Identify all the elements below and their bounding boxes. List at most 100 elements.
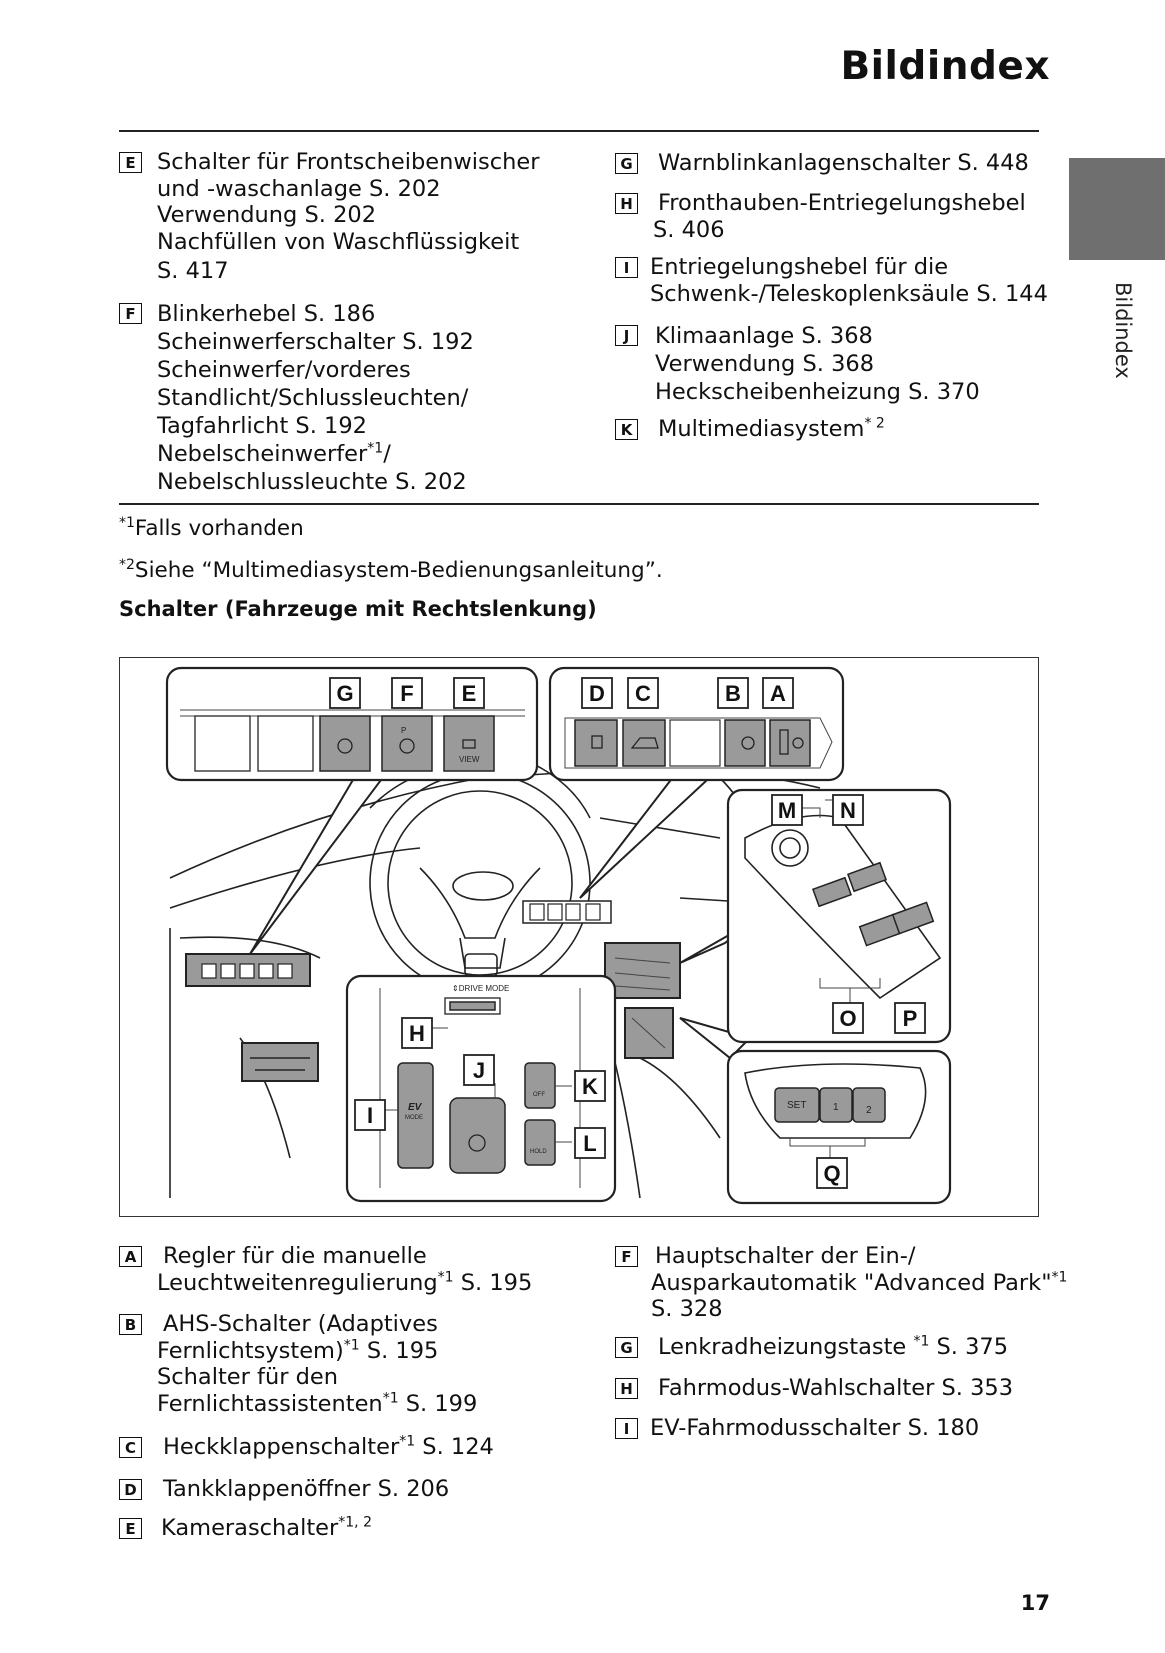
entry-line: Scheinwerfer/vorderes <box>157 357 411 383</box>
letter-badge: K <box>615 419 638 440</box>
entry-bottom-left-b: B AHS-Schalter (Adaptives Fernlichtsyste… <box>119 1311 477 1417</box>
entry-line: Leuchtweitenregulierung*1 S. 195 <box>157 1269 533 1296</box>
callout-q: Q <box>823 1161 840 1186</box>
letter-badge: D <box>119 1479 142 1500</box>
fig-text-hold: HOLD <box>530 1149 547 1155</box>
callout-n: N <box>840 798 856 823</box>
entry-line: Nachfüllen von Waschflüssigkeit <box>157 228 520 255</box>
letter-badge: H <box>615 1378 638 1399</box>
footnote-1: *1Falls vorhanden <box>119 514 304 541</box>
letter-badge: H <box>615 193 638 214</box>
entry-line: Regler für die manuelle <box>163 1243 427 1269</box>
side-tab <box>1069 158 1165 260</box>
callout-k: K <box>582 1074 598 1099</box>
entry-line: Nebelschlussleuchte S. 202 <box>157 469 467 495</box>
fig-text-ev: EV <box>408 1102 423 1113</box>
page-title: Bildindex <box>840 44 1050 89</box>
entry-bottom-right-g: G Lenkradheizungstaste *1 S. 375 <box>615 1334 1008 1361</box>
callout-b: B <box>725 681 741 706</box>
letter-badge: I <box>615 1418 638 1439</box>
entry-line: Scheinwerferschalter S. 192 <box>157 329 474 355</box>
entry-bottom-right-i: I EV-Fahrmodusschalter S. 180 <box>615 1415 979 1442</box>
fig-text-view: VIEW <box>459 755 480 764</box>
entry-bottom-right-h: H Fahrmodus-Wahlschalter S. 353 <box>615 1375 1013 1402</box>
letter-badge: G <box>615 1337 638 1358</box>
entry-top-right-g: G Warnblinkanlagenschalter S. 448 <box>615 150 1029 177</box>
subheading: Schalter (Fahrzeuge mit Rechtslenkung) <box>119 597 597 621</box>
entry-top-right-h: H Fronthauben-Entriegelungshebel S. 406 <box>615 190 1026 243</box>
entry-top-right-i: I Entriegelungshebel für die Schwenk-/Te… <box>615 254 1048 307</box>
callout-a: A <box>770 681 786 706</box>
fig-text-mode: MODE <box>405 1115 423 1121</box>
switch-figure: .ln{fill:none;stroke:#222;stroke-width:1… <box>119 657 1039 1217</box>
callout-o: O <box>839 1006 856 1031</box>
letter-badge: C <box>119 1437 142 1458</box>
entry-line: Blinkerhebel S. 186 <box>157 301 376 327</box>
entry-bottom-left-c: C Heckklappenschalter*1 S. 124 <box>119 1434 494 1461</box>
entry-line: Klimaanlage S. 368 <box>655 323 873 349</box>
callout-f: F <box>400 681 413 706</box>
fig-text-set: SET <box>787 1100 806 1111</box>
panel-gfe: P VIEW G F E <box>165 666 539 782</box>
entry-bottom-left-a: A Regler für die manuelle Leuchtweitenre… <box>119 1243 532 1296</box>
entry-line: Ausparkautomatik "Advanced Park"*1 <box>651 1269 1068 1296</box>
callout-i: I <box>367 1103 373 1128</box>
callout-c: C <box>635 681 651 706</box>
callout-p: P <box>903 1006 918 1031</box>
section-rule <box>119 503 1039 505</box>
letter-badge: I <box>615 257 638 278</box>
entry-line: Verwendung S. 368 <box>655 351 875 377</box>
callout-l: L <box>583 1131 596 1156</box>
entry-line: Verwendung S. 202 <box>157 202 377 228</box>
letter-badge: F <box>615 1246 638 1267</box>
entry-line: Fernlichtassistenten*1 S. 199 <box>157 1390 478 1417</box>
letter-badge: G <box>615 153 638 174</box>
fig-text-p: P <box>401 726 406 735</box>
entry-line: Nebelscheinwerfer*1/ <box>157 440 391 467</box>
letter-badge: E <box>119 1518 142 1539</box>
entry-top-left-f: F Blinkerhebel S. 186 Scheinwerferschalt… <box>119 300 579 496</box>
entry-line: Lenkradheizungstaste *1 S. 375 <box>658 1333 1009 1360</box>
letter-badge: A <box>119 1246 142 1267</box>
panel-console: ⇕DRIVE MODE EV MODE OFF HOLD H J I K L <box>345 974 617 1203</box>
callout-m: M <box>778 798 796 823</box>
entry-bottom-left-d: D Tankklappenöffner S. 206 <box>119 1476 449 1503</box>
entry-line: AHS-Schalter (Adaptives <box>163 1311 438 1337</box>
entry-line: Tankklappenöffner S. 206 <box>163 1476 450 1502</box>
letter-badge: J <box>615 325 638 346</box>
entry-bottom-right-f: F Hauptschalter der Ein-/ Ausparkautomat… <box>615 1243 1067 1323</box>
entry-line: Tagfahrlicht S. 192 <box>157 413 367 439</box>
entry-top-left-e: E Schalter für Frontscheibenwischer und … <box>119 149 579 285</box>
entry-line: Hauptschalter der Ein-/ <box>655 1243 916 1269</box>
entry-line: Schwenk-/Teleskoplenksäule S. 144 <box>650 280 1048 307</box>
panel-dcba: D C B A <box>548 666 845 782</box>
fig-text-seat1: 1 <box>833 1102 839 1113</box>
page-number: 17 <box>1020 1591 1050 1615</box>
letter-badge: F <box>119 303 142 324</box>
entry-line: Fahrmodus-Wahlschalter S. 353 <box>658 1375 1014 1401</box>
entry-line: Multimediasystem* 2 <box>658 415 885 442</box>
panel-mnop: M N O P <box>726 788 952 1044</box>
entry-line: Kameraschalter*1, 2 <box>161 1514 372 1541</box>
callout-h: H <box>409 1021 425 1046</box>
entry-line: S. 406 <box>653 216 725 243</box>
letter-badge: B <box>119 1314 142 1335</box>
fig-text-drive-mode: ⇕DRIVE MODE <box>452 984 509 993</box>
entry-line: Warnblinkanlagenschalter S. 448 <box>658 150 1029 176</box>
entry-line: S. 417 <box>157 258 229 284</box>
entry-bottom-left-e: E Kameraschalter*1, 2 <box>119 1515 372 1542</box>
entry-line: Schalter für den <box>157 1364 338 1390</box>
entry-top-right-k: K Multimediasystem* 2 <box>615 416 885 443</box>
entry-line: EV-Fahrmodusschalter S. 180 <box>650 1415 980 1441</box>
entry-line: Entriegelungshebel für die <box>650 254 949 280</box>
entry-line: Heckklappenschalter*1 S. 124 <box>163 1433 494 1460</box>
entry-line: Standlicht/Schlussleuchten/ <box>157 385 469 411</box>
fig-text-seat2: 2 <box>866 1105 872 1116</box>
callout-g: G <box>336 681 353 706</box>
panel-q: SET 1 2 Q <box>726 1049 952 1205</box>
callout-d: D <box>589 681 605 706</box>
entry-line: Heckscheibenheizung S. 370 <box>655 379 980 405</box>
entry-line: S. 328 <box>651 1296 723 1322</box>
side-label: Bildindex <box>1111 282 1135 379</box>
entry-line: und -waschanlage S. 202 <box>157 175 441 202</box>
